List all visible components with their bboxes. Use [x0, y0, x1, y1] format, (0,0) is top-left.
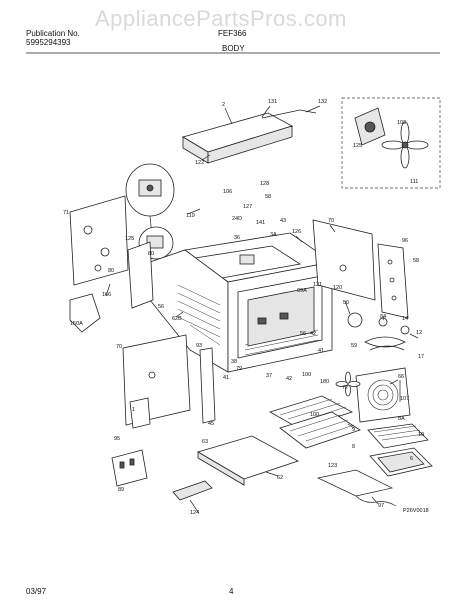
svg-text:70: 70 — [328, 218, 334, 224]
publication-number: 5995294393 — [26, 38, 71, 47]
oven-body — [149, 232, 334, 373]
svg-text:108: 108 — [397, 120, 406, 126]
svg-text:14: 14 — [402, 316, 408, 322]
hinge-parts — [111, 397, 151, 487]
svg-text:89: 89 — [118, 487, 124, 493]
svg-text:17: 17 — [418, 354, 424, 360]
svg-text:63: 63 — [202, 439, 208, 445]
watermark: AppliancePartsPros.com — [95, 6, 347, 31]
svg-text:8A: 8A — [398, 416, 405, 422]
svg-text:41: 41 — [318, 348, 324, 354]
svg-text:37: 37 — [266, 373, 272, 379]
svg-text:121: 121 — [313, 282, 322, 288]
svg-text:125: 125 — [125, 236, 134, 242]
svg-text:97: 97 — [378, 503, 384, 509]
control-inset — [125, 163, 175, 237]
part-number-labels: 2 131 132 122 125 108 111 128 106 58 127… — [63, 99, 429, 516]
section-title: BODY — [222, 44, 245, 53]
svg-text:6: 6 — [410, 456, 413, 462]
svg-text:1: 1 — [132, 407, 135, 413]
svg-text:99A: 99A — [297, 288, 307, 294]
broil-pan — [367, 423, 433, 477]
publication-label: Publication No. — [26, 29, 80, 38]
svg-text:8: 8 — [352, 444, 355, 450]
svg-text:24D: 24D — [232, 216, 242, 222]
svg-text:56: 56 — [300, 331, 306, 337]
svg-text:12: 12 — [416, 330, 422, 336]
svg-text:58: 58 — [413, 258, 419, 264]
svg-text:95: 95 — [114, 436, 120, 442]
svg-text:62B: 62B — [172, 316, 182, 322]
leader-lines — [105, 105, 419, 513]
svg-text:111: 111 — [410, 179, 418, 185]
top-vent-cover — [182, 107, 317, 164]
svg-text:119: 119 — [186, 213, 195, 219]
svg-text:36: 36 — [234, 235, 240, 241]
svg-text:42: 42 — [286, 376, 292, 382]
svg-text:56: 56 — [158, 304, 164, 310]
footer-page-number: 4 — [229, 587, 234, 596]
svg-text:127: 127 — [243, 204, 252, 210]
svg-text:70: 70 — [116, 344, 122, 350]
footer-date: 03/97 — [26, 587, 47, 596]
oven-racks — [268, 395, 361, 449]
kick-plate — [172, 480, 213, 501]
svg-text:10: 10 — [418, 432, 424, 438]
fan-guard — [355, 367, 411, 423]
svg-text:123: 123 — [328, 463, 337, 469]
svg-text:38: 38 — [231, 359, 237, 365]
svg-text:62: 62 — [277, 475, 283, 481]
svg-text:43: 43 — [280, 218, 286, 224]
svg-text:42: 42 — [310, 331, 316, 337]
svg-text:126: 126 — [292, 229, 301, 235]
svg-text:84: 84 — [380, 314, 386, 320]
svg-text:122: 122 — [195, 160, 204, 166]
svg-text:72: 72 — [342, 385, 348, 391]
model-number: FEF366 — [218, 29, 247, 38]
svg-text:120: 120 — [333, 285, 342, 291]
svg-text:9: 9 — [352, 427, 355, 433]
right-side-panel — [312, 219, 376, 301]
svg-text:45: 45 — [208, 421, 214, 427]
svg-text:58: 58 — [265, 194, 271, 200]
svg-text:100: 100 — [310, 412, 319, 418]
svg-text:107: 107 — [400, 396, 409, 402]
convection-fan-inset — [341, 97, 441, 189]
back-panel — [69, 195, 129, 286]
svg-text:125: 125 — [353, 143, 362, 149]
bake-element-lower — [316, 469, 397, 507]
svg-text:100: 100 — [302, 372, 311, 378]
svg-text:3A: 3A — [270, 232, 277, 238]
svg-text:132: 132 — [318, 99, 327, 105]
svg-text:150A: 150A — [70, 321, 83, 327]
svg-text:59: 59 — [351, 343, 357, 349]
svg-text:2: 2 — [222, 102, 225, 108]
side-trim — [69, 241, 154, 333]
bake-element-upper — [347, 312, 410, 351]
svg-text:141: 141 — [256, 220, 265, 226]
right-rail — [377, 243, 409, 319]
svg-text:41: 41 — [223, 375, 229, 381]
bottom-panel — [197, 435, 300, 486]
svg-text:180: 180 — [320, 379, 329, 385]
svg-text:131: 131 — [268, 99, 277, 105]
svg-text:128: 128 — [260, 181, 269, 187]
svg-text:79: 79 — [236, 366, 242, 372]
small-fan — [335, 371, 361, 397]
svg-text:66: 66 — [398, 374, 404, 380]
diagram-code: P26V0018 — [403, 508, 429, 514]
svg-text:80: 80 — [108, 268, 114, 274]
svg-text:93: 93 — [196, 343, 202, 349]
svg-text:71: 71 — [63, 210, 69, 216]
svg-text:80: 80 — [148, 251, 154, 257]
svg-text:96: 96 — [402, 238, 408, 244]
svg-text:124: 124 — [190, 510, 199, 516]
svg-text:106: 106 — [223, 189, 232, 195]
